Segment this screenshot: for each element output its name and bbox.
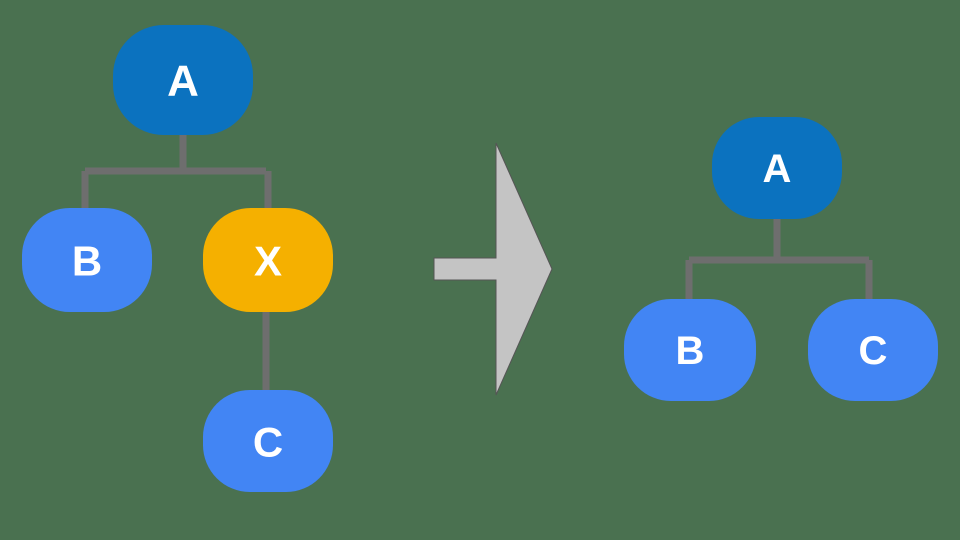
before-node-c[interactable]: C [203,390,333,492]
after-node-b[interactable]: B [624,299,756,401]
after-node-a[interactable]: A [712,117,842,219]
after-tree-nodes: A B C [624,117,938,401]
before-node-c-label: C [253,419,283,466]
before-node-a-shape [113,25,253,135]
after-tree-edges [685,218,873,302]
before-node-b-shape [22,208,152,312]
after-node-c-shape [808,299,938,401]
before-tree-nodes: A B X C [22,25,333,492]
before-node-x-label: X [254,238,282,285]
after-node-c[interactable]: C [808,299,938,401]
before-node-b-label: B [72,238,102,285]
before-tree-edges [81,132,272,392]
before-node-x[interactable]: X [203,208,333,312]
after-node-b-label: B [676,329,705,373]
after-node-a-label: A [763,147,792,191]
before-node-a[interactable]: A [113,25,253,135]
after-node-b-shape [624,299,756,401]
before-node-c-shape [203,390,333,492]
before-node-a-label: A [167,57,199,106]
before-edge-a-to-b [81,132,266,211]
after-node-c-label: C [859,329,888,373]
before-node-b[interactable]: B [22,208,152,312]
before-node-x-shape [203,208,333,312]
after-edge-a-to-b [685,218,869,302]
transformation-arrow-icon [433,142,553,396]
after-node-a-shape [712,117,842,219]
